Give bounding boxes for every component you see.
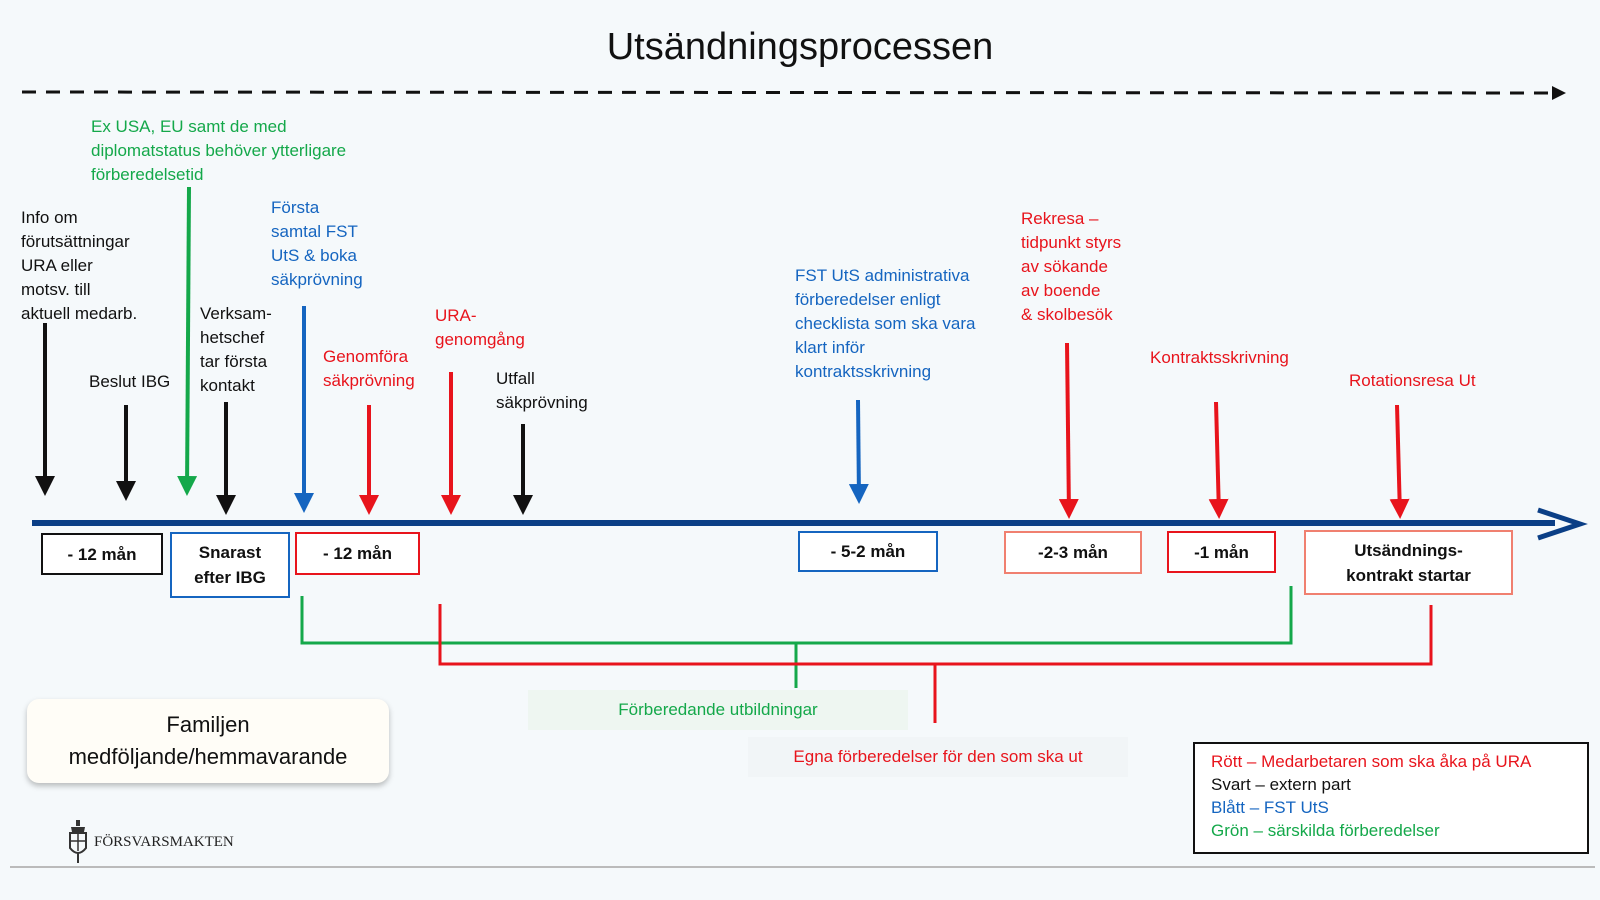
note-egna-forberedelser: Egna förberedelser för den som ska ut	[748, 737, 1128, 777]
arrow-fst-admin	[848, 399, 869, 504]
time-box-1-man: -1 mån	[1167, 531, 1276, 573]
forsvarsmakten-logo: FÖRSVARSMAKTEN	[68, 820, 234, 864]
time-box-12-man: - 12 mån	[41, 533, 163, 575]
event-utfall: Utfall säkprövning	[496, 369, 588, 412]
event-rekresa: Rekresa – tidpunkt styrs av sökande av b…	[1021, 209, 1122, 324]
arrow-kontrakt	[1208, 401, 1229, 519]
crest-icon	[69, 820, 87, 863]
arrow-green-prep	[177, 186, 198, 496]
event-genomfora: Genomföra säkprövning	[323, 347, 415, 390]
arrow-rekresa	[1058, 342, 1079, 519]
event-ura-genomgang: URA- genomgång	[435, 306, 525, 349]
legend-box: Rött – Medarbetaren som ska åka på URA S…	[1193, 742, 1589, 854]
bottom-divider	[10, 866, 1595, 868]
event-beslut-ibg: Beslut IBG	[89, 372, 171, 391]
event-green-prep: Ex USA, EU samt de med diplomatstatus be…	[91, 117, 347, 184]
dashed-line-arrowhead	[1552, 86, 1566, 100]
event-info: Info om förutsättningar URA eller motsv.…	[21, 208, 138, 323]
diagram-title: Utsändningsprocessen	[606, 26, 994, 68]
event-verksamhetschef: Verksam- hetschef tar första kontakt	[200, 304, 272, 395]
time-box-5-2-man: - 5-2 mån	[798, 531, 938, 572]
legend-blue: Blått – FST UtS	[1211, 798, 1329, 817]
family-box: Familjen medföljande/hemmavarande	[27, 699, 389, 783]
dashed-progress-line	[21, 90, 1563, 95]
logo-text: FÖRSVARSMAKTEN	[94, 833, 234, 850]
arrow-rotation	[1389, 404, 1410, 519]
red-bracket	[438, 604, 1433, 666]
event-forsta-samtal: Första samtal FST UtS & boka säkprövning	[271, 198, 363, 289]
event-fst-admin: FST UtS administrativa förberedelser enl…	[795, 266, 976, 381]
time-box-2-3-man: -2-3 mån	[1004, 531, 1142, 574]
event-rotationsresa: Rotationsresa Ut	[1349, 371, 1476, 390]
time-box-12-man-red: - 12 mån	[295, 532, 420, 575]
timeline-arrowhead	[1537, 507, 1588, 541]
time-box-snarast: Snarast efter IBG	[170, 532, 290, 598]
legend-green: Grön – särskilda förberedelser	[1211, 821, 1440, 840]
time-box-kontrakt-startar: Utsändnings- kontrakt startar	[1304, 530, 1513, 595]
event-kontraktsskrivning: Kontraktsskrivning	[1150, 348, 1289, 367]
note-forberedande-utbildningar: Förberedande utbildningar	[528, 690, 908, 730]
legend-red: Rött – Medarbetaren som ska åka på URA	[1211, 752, 1532, 771]
green-bracket	[300, 586, 1293, 645]
legend-black: Svart – extern part	[1211, 775, 1351, 794]
